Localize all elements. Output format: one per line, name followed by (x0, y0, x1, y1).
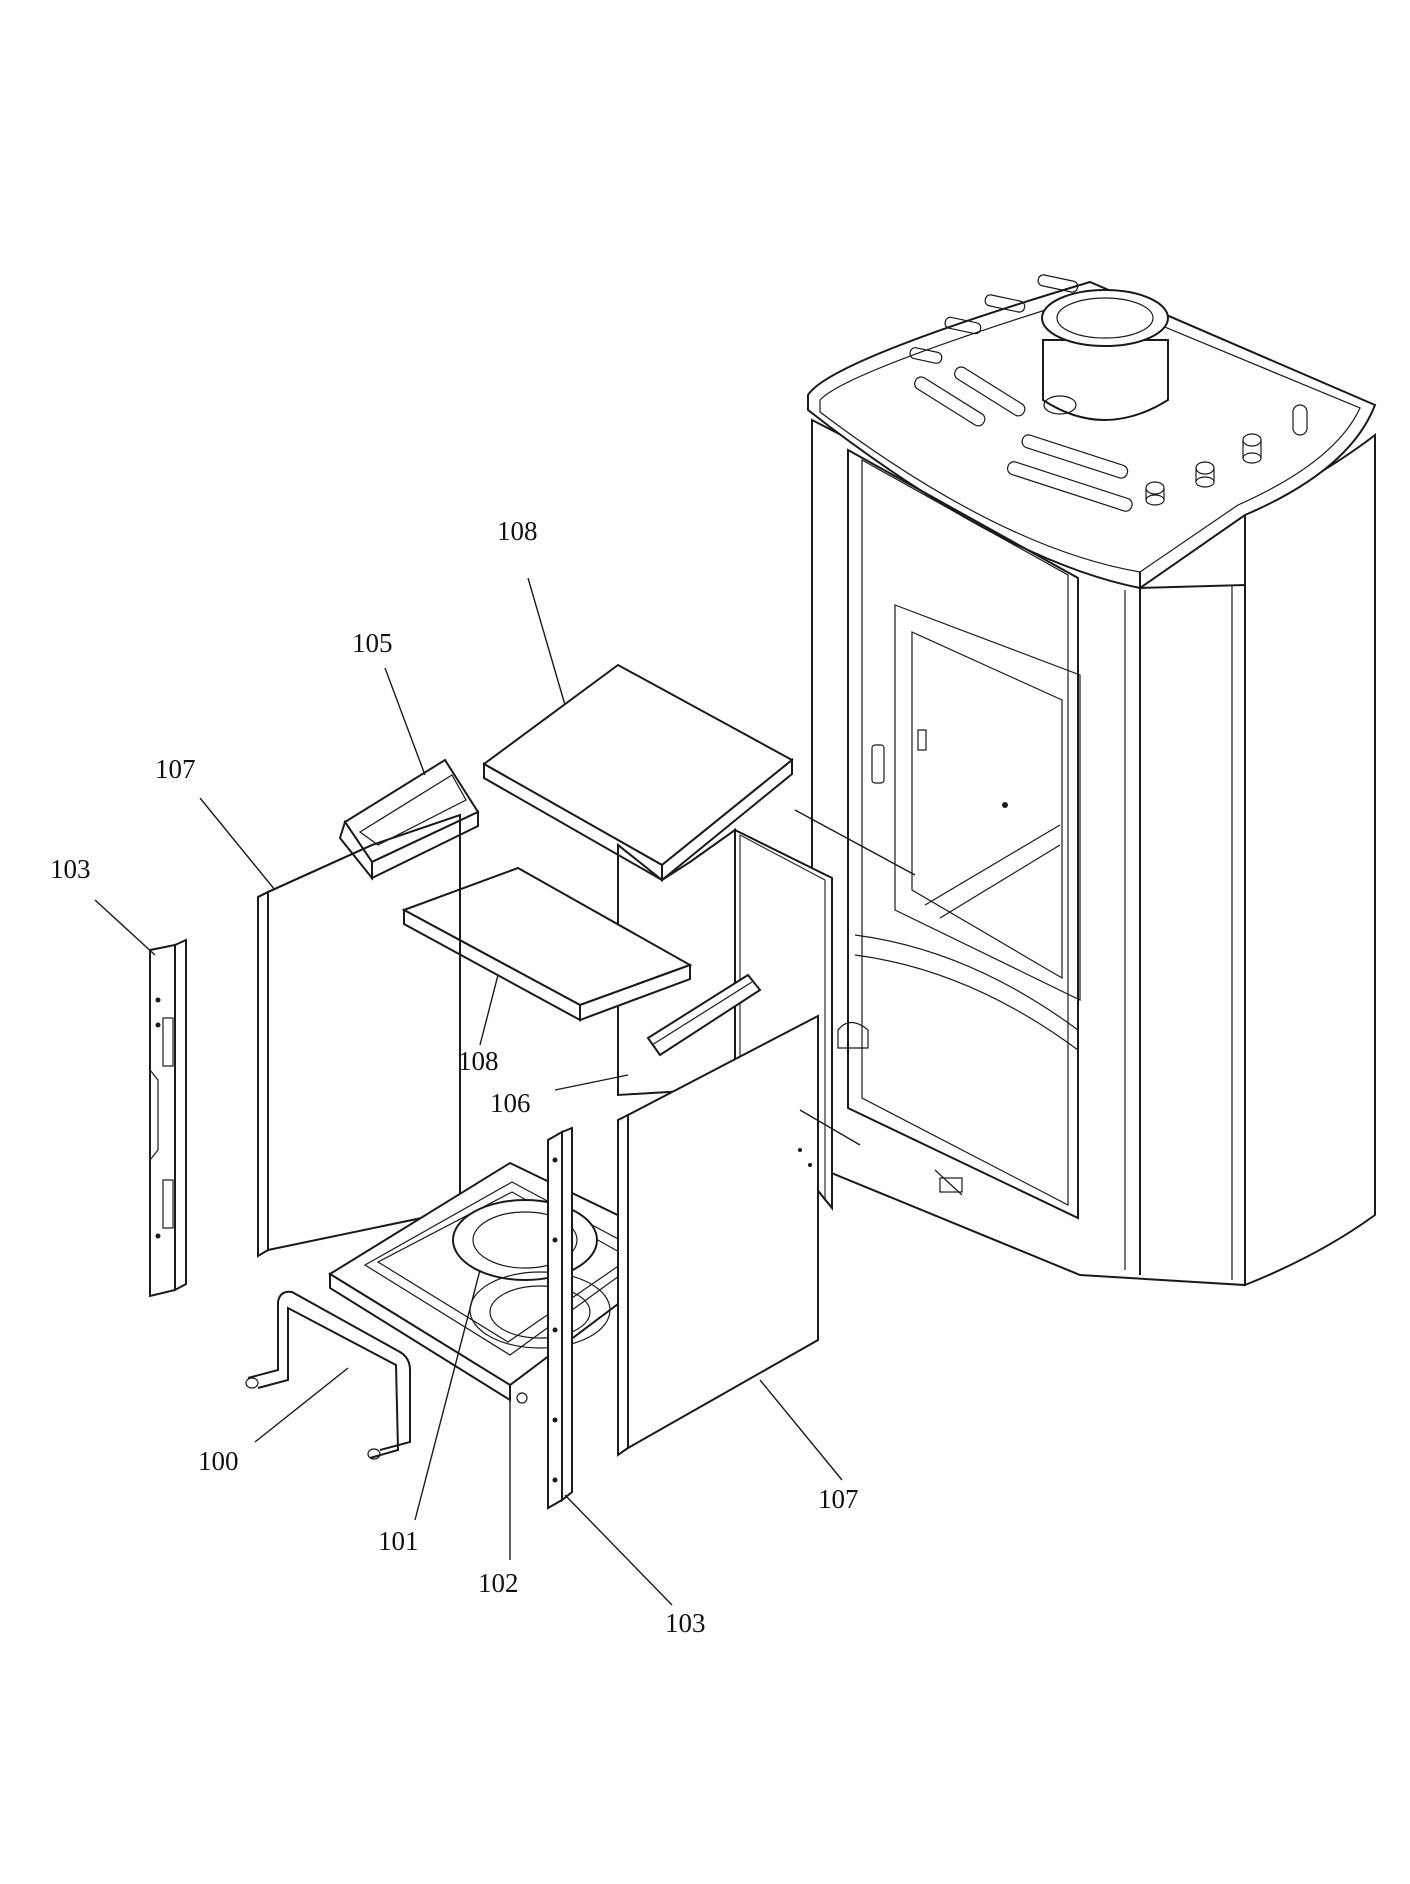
door-glass-window (911, 631, 1063, 980)
callout-102: 102 (478, 1568, 519, 1598)
stove-right-ribbed-side (1244, 432, 1376, 1287)
part-103-front-strip (547, 1126, 573, 1510)
top-control-knobs (1145, 404, 1308, 506)
leader-lines (94, 577, 916, 1606)
part-105-bracket (338, 758, 480, 881)
part-107-left-panel (257, 813, 461, 1258)
part-103-left-strip (149, 938, 187, 1298)
part-100-frame (245, 1290, 411, 1460)
part-107-right-panel (617, 1014, 819, 1457)
flue-collar (1041, 289, 1169, 421)
callout-107-right: 107 (818, 1484, 859, 1514)
stove-door (837, 448, 1081, 1220)
callout-108-top: 108 (497, 516, 538, 546)
top-vent-slots (909, 274, 1133, 512)
callout-100: 100 (198, 1446, 239, 1476)
part-108-mid-baffle (401, 866, 693, 1022)
callout-105: 105 (352, 628, 393, 658)
callout-103-bottom: 103 (665, 1608, 706, 1638)
stove-body (807, 274, 1377, 1287)
callout-107-left: 107 (155, 754, 196, 784)
callout-106: 106 (490, 1088, 531, 1118)
callout-103-left: 103 (50, 854, 91, 884)
callout-101: 101 (378, 1526, 419, 1556)
callout-108-mid: 108 (458, 1046, 499, 1076)
